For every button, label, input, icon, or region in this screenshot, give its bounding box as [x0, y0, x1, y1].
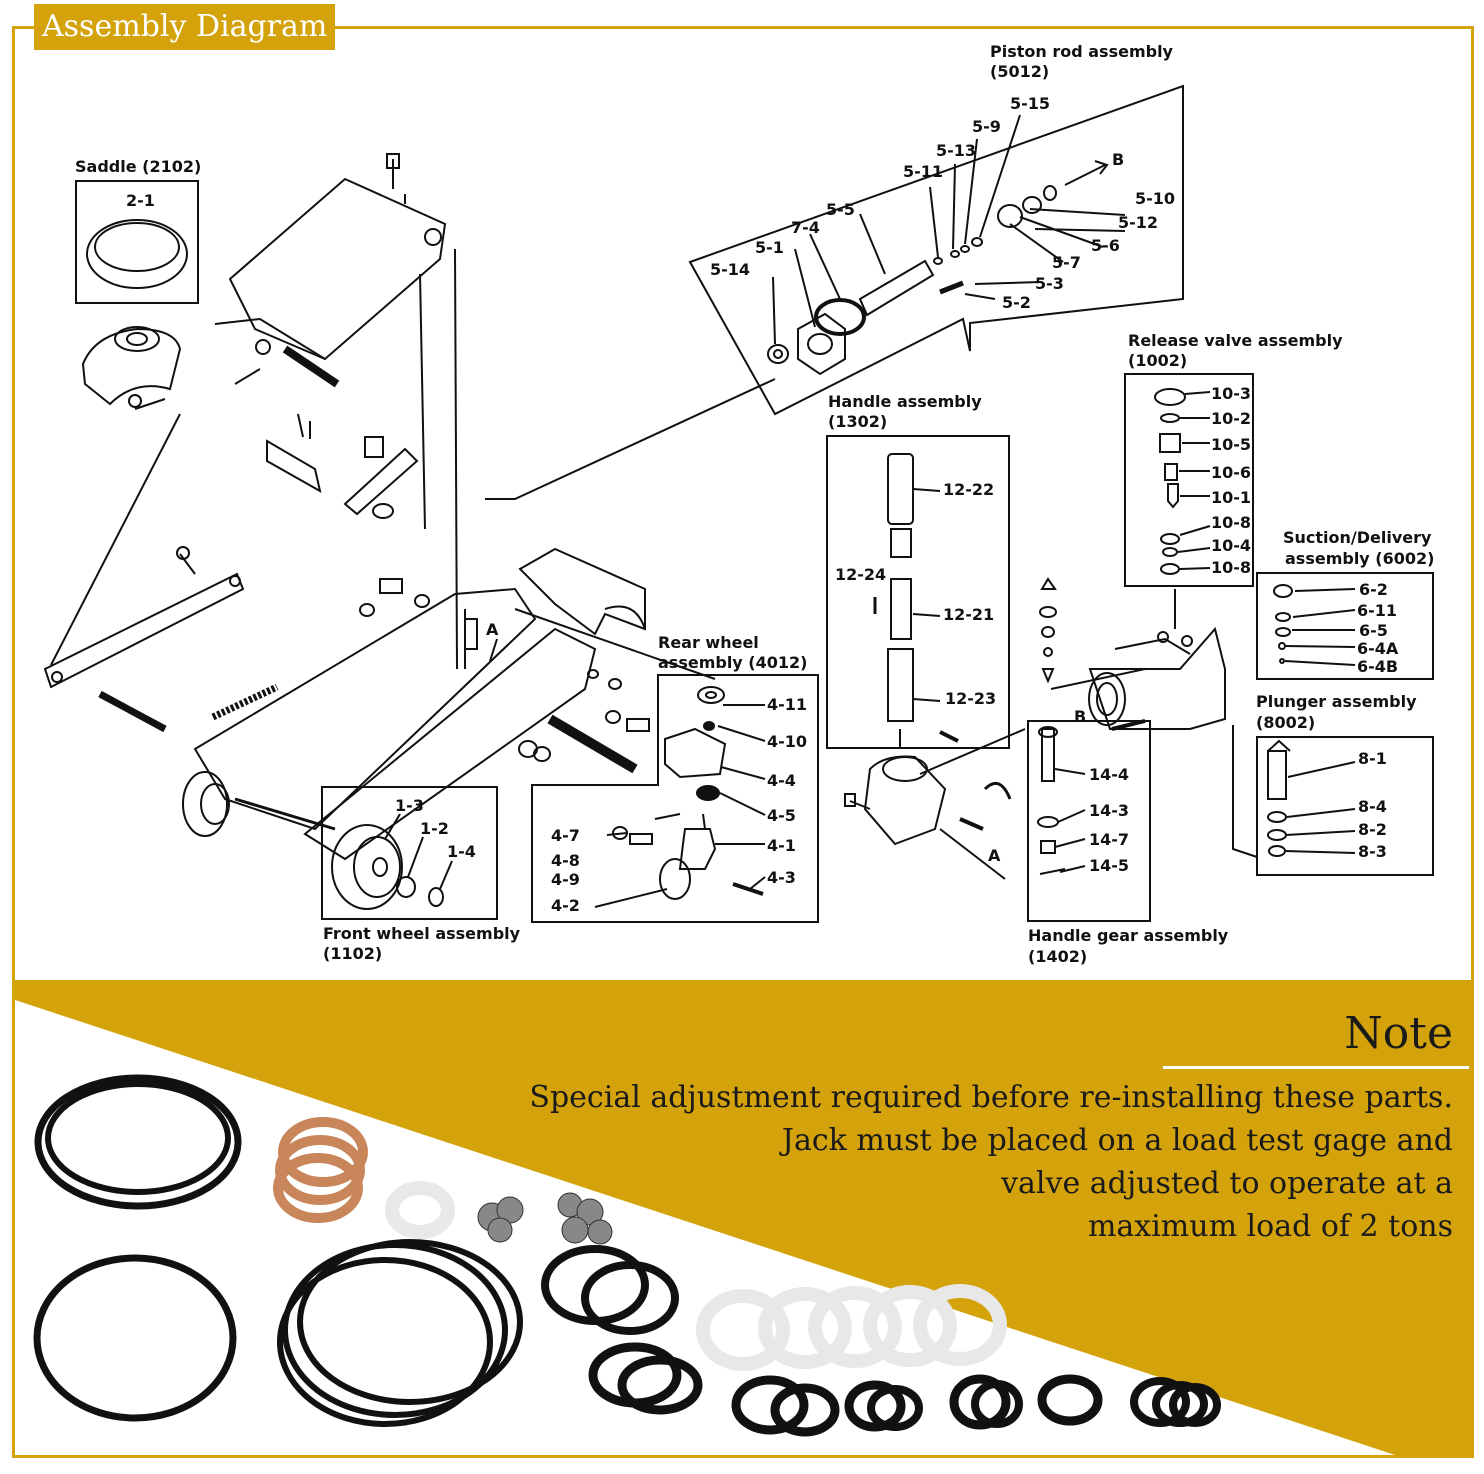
part-label: 12-23: [945, 689, 997, 708]
suction-delivery-assembly-code: assembly (6002): [1285, 549, 1435, 568]
part-label: 6-4A: [1357, 639, 1399, 658]
front-wheel-assembly-name: Front wheel assembly: [323, 924, 521, 943]
part-label: 10-5: [1211, 435, 1252, 454]
part-label: B: [1074, 707, 1087, 726]
handle-gear-assembly-name: Handle gear assembly: [1028, 926, 1229, 945]
note-body: Special adjustment required before re-in…: [453, 1076, 1453, 1248]
part-label: 10-8: [1211, 558, 1252, 577]
part-label: 8-4: [1358, 797, 1387, 816]
saddle-box: [75, 180, 199, 304]
part-label: 5-14: [710, 260, 751, 279]
piston-rod-box: [688, 84, 1184, 416]
handle-gear-assembly-code: (1402): [1028, 947, 1088, 966]
release-valve-box: [1124, 373, 1254, 587]
part-label: 8-2: [1358, 820, 1387, 839]
part-label: 4-7: [551, 826, 580, 845]
part-label: 6-4B: [1357, 657, 1399, 676]
part-label: 12-21: [943, 605, 995, 624]
note-title: Note: [1344, 1008, 1453, 1059]
saddle-assembly-name: Saddle (2102): [75, 157, 202, 176]
part-label: 4-1: [767, 836, 796, 855]
handle-assembly-code: (1302): [828, 412, 888, 431]
part-label: 8-1: [1358, 749, 1387, 768]
part-label: 10-2: [1211, 409, 1252, 428]
part-label: 12-22: [943, 480, 995, 499]
seal-kit-panel: Note Special adjustment required before …: [15, 980, 1471, 1455]
rear-wheel-assembly-name: Rear wheel: [658, 633, 759, 652]
part-label: 4-11: [767, 695, 808, 714]
part-label: 6-5: [1359, 621, 1388, 640]
part-label: A: [988, 846, 1001, 865]
note-line: Jack must be placed on a load test gage …: [781, 1123, 1453, 1158]
header-title: Assembly Diagram: [34, 4, 336, 50]
part-label: 4-10: [767, 732, 808, 751]
part-label: 1-2: [420, 819, 449, 838]
plunger-assembly-code: (8002): [1256, 713, 1316, 732]
part-label: 5-12: [1118, 213, 1159, 232]
part-label: 4-8: [551, 851, 580, 870]
part-label: 14-7: [1089, 830, 1130, 849]
handle-gear-box: [1027, 720, 1151, 922]
part-label: 5-6: [1091, 236, 1120, 255]
piston-rod-assembly-name: Piston rod assembly: [990, 42, 1173, 61]
part-label: 14-5: [1089, 856, 1130, 875]
part-label: B: [1112, 150, 1125, 169]
part-label: 4-9: [551, 870, 580, 889]
note-line: Special adjustment required before re-in…: [529, 1080, 1453, 1115]
part-label: 14-4: [1089, 765, 1130, 784]
rear-wheel-box: [531, 674, 819, 923]
part-label: 12-24: [835, 565, 887, 584]
part-label: 10-3: [1211, 384, 1252, 403]
part-label: 4-3: [767, 868, 796, 887]
handle-assembly-name: Handle assembly: [828, 392, 982, 411]
assembly-diagram: Piston rod assembly (5012) Saddle (2102)…: [15, 29, 1471, 977]
part-label: 5-13: [936, 141, 977, 160]
part-label: 14-3: [1089, 801, 1130, 820]
release-valve-assembly-code: (1002): [1128, 351, 1188, 370]
part-label: 4-4: [767, 771, 796, 790]
part-label: 5-11: [903, 162, 944, 181]
part-label: 10-8: [1211, 513, 1252, 532]
part-label: 10-6: [1211, 463, 1252, 482]
rear-wheel-assembly-code: assembly (4012): [658, 653, 808, 672]
part-label: 1-3: [395, 796, 424, 815]
release-valve-assembly-name: Release valve assembly: [1128, 331, 1343, 350]
part-label: 10-1: [1211, 488, 1252, 507]
suction-delivery-box: [1256, 572, 1434, 680]
part-label: 5-3: [1035, 274, 1064, 293]
part-label: 5-9: [972, 117, 1001, 136]
page-frame: [12, 26, 1474, 1458]
part-label: 1-4: [447, 842, 476, 861]
diagram-drawing: [43, 84, 1434, 923]
part-label: 5-10: [1135, 189, 1176, 208]
plunger-box: [1256, 736, 1434, 876]
suction-delivery-assembly-name: Suction/Delivery: [1283, 528, 1432, 547]
part-label: 6-2: [1359, 580, 1388, 599]
part-label: 5-5: [826, 200, 855, 219]
part-label: 2-1: [126, 191, 155, 210]
part-label: 4-5: [767, 806, 796, 825]
part-label: 5-1: [755, 238, 784, 257]
front-wheel-assembly-code: (1102): [323, 944, 383, 963]
part-label: 5-15: [1010, 94, 1051, 113]
part-label: 8-3: [1358, 842, 1387, 861]
part-label: A: [486, 620, 499, 639]
note-background: [15, 980, 1471, 1455]
part-label: 6-11: [1357, 601, 1398, 620]
note-line: maximum load of 2 tons: [1087, 1209, 1453, 1244]
handle-box: [826, 435, 1010, 749]
note-divider: [1163, 1066, 1469, 1069]
part-label: 5-7: [1052, 253, 1081, 272]
piston-rod-assembly-code: (5012): [990, 62, 1050, 81]
part-label: 7-4: [791, 218, 820, 237]
note-line: valve adjusted to operate at a: [1001, 1166, 1453, 1201]
plunger-assembly-name: Plunger assembly: [1256, 692, 1417, 711]
part-label: 4-2: [551, 896, 580, 915]
front-wheel-box: [321, 786, 498, 920]
part-label: 10-4: [1211, 536, 1252, 555]
seal-kit-drawing: [15, 980, 1471, 1455]
part-label: 5-2: [1002, 293, 1031, 312]
